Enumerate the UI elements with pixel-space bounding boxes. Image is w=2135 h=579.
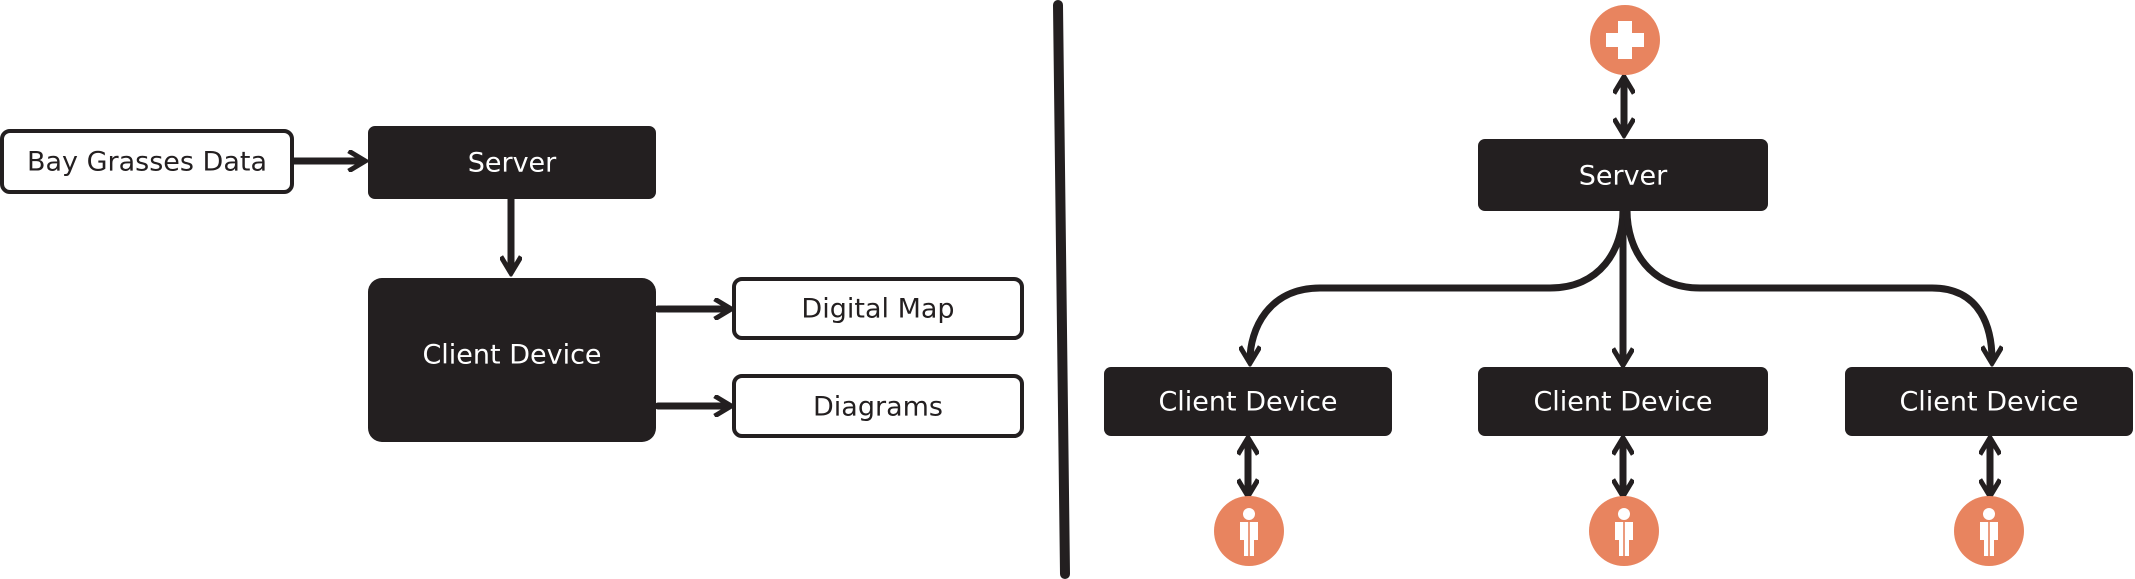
right-client-device-label-1: Client Device: [1158, 387, 1337, 418]
diagrams-label: Diagrams: [813, 392, 943, 423]
right-server-box: Server: [1478, 139, 1768, 211]
right-client-device-label-2: Client Device: [1533, 387, 1712, 418]
left-client-device-box: Client Device: [368, 278, 656, 442]
left-server-label: Server: [468, 148, 557, 179]
left-server-box: Server: [368, 126, 656, 199]
user-icon: [1954, 496, 2024, 566]
medical-cross-icon: [1590, 5, 1660, 75]
user-icon: [1589, 496, 1659, 566]
right-client-device-box-1: Client Device: [1104, 367, 1392, 436]
left-client-device-label: Client Device: [422, 340, 601, 371]
right-client-device-box-2: Client Device: [1478, 367, 1768, 436]
digital-map-box: Digital Map: [732, 277, 1024, 340]
bay-grasses-data-label: Bay Grasses Data: [27, 147, 267, 178]
right-server-label: Server: [1579, 161, 1668, 192]
bay-grasses-data-box: Bay Grasses Data: [0, 129, 294, 194]
right-client-device-box-3: Client Device: [1845, 367, 2133, 436]
arrow-server-to-client-3: [1623, 206, 1992, 360]
left-diagram: Bay Grasses Data Server Client Device Di…: [0, 126, 1024, 442]
user-icon: [1214, 496, 1284, 566]
right-diagram: Server Client Device Client Device Clien…: [1104, 5, 2133, 566]
arrow-server-to-client-1: [1250, 206, 1627, 360]
diagrams-box: Diagrams: [732, 374, 1024, 438]
vertical-divider: [1053, 0, 1070, 579]
digital-map-label: Digital Map: [801, 294, 954, 325]
right-client-device-label-3: Client Device: [1899, 387, 2078, 418]
